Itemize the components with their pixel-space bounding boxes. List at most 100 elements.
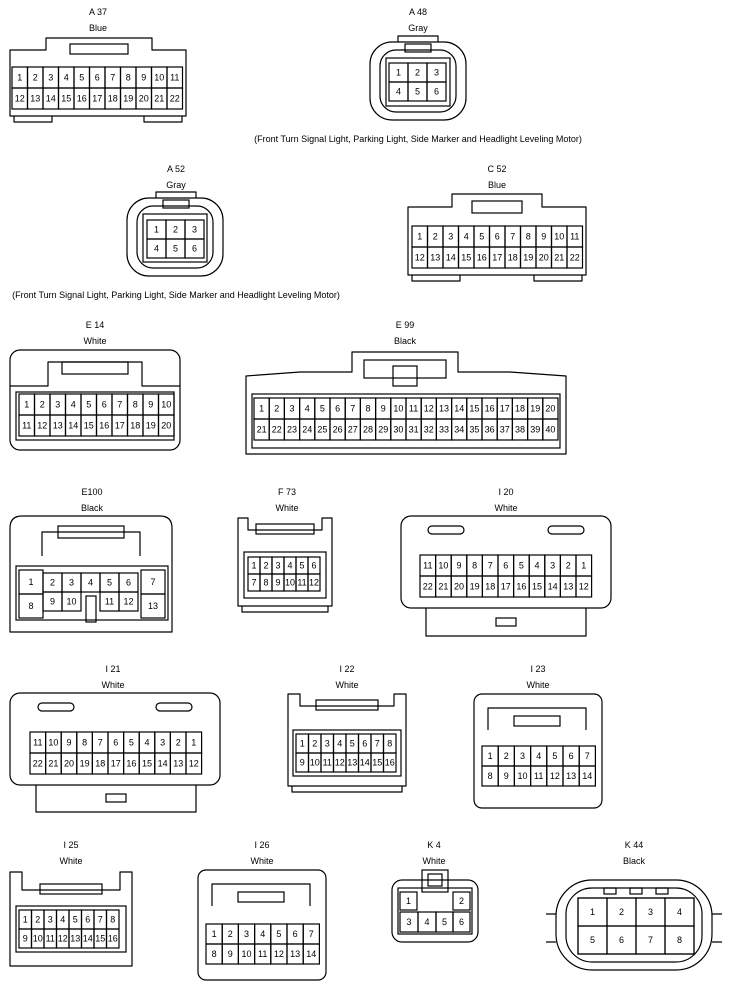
connector-note: (Front Turn Signal Light, Parking Light,… [12, 290, 340, 300]
pin-number: 13 [563, 582, 573, 592]
pin-number: 17 [500, 404, 510, 414]
connector-body [407, 193, 587, 276]
pin-number: 7 [510, 232, 515, 242]
pin-number: 3 [289, 404, 294, 414]
connector-color-label: Black [623, 856, 646, 866]
pin-number: 5 [299, 561, 304, 571]
pin-cell [185, 752, 203, 775]
pin-number: 8 [387, 739, 392, 749]
lock-slot [392, 365, 418, 387]
pin-number: 22 [423, 582, 433, 592]
pin-number: 3 [648, 907, 653, 917]
pin-number: 2 [274, 404, 279, 414]
pin-number: 5 [552, 751, 557, 761]
pin-number: 36 [485, 425, 495, 435]
connector-color-label: White [59, 856, 82, 866]
pin-cell [452, 891, 471, 911]
pin-number: 1 [590, 907, 595, 917]
pin-number: 21 [554, 253, 564, 263]
pin-number: 16 [77, 94, 87, 104]
connector-body [287, 693, 407, 787]
pin-number: 7 [488, 561, 493, 571]
mounting-rail [13, 116, 183, 123]
pin-number: 5 [590, 935, 595, 945]
pin-number: 9 [66, 738, 71, 748]
pin-block [385, 57, 451, 107]
pin-number: 3 [448, 232, 453, 242]
pin-number: 5 [519, 561, 524, 571]
connector-color-label: Blue [89, 23, 107, 33]
pin-number: 7 [98, 738, 103, 748]
pin-number: 15 [95, 934, 105, 944]
connector-note: (Front Turn Signal Light, Parking Light,… [254, 134, 582, 144]
pin-number: 12 [15, 94, 25, 104]
pin-number: 12 [58, 934, 68, 944]
pin-number: 3 [55, 400, 60, 410]
pin-number: 10 [48, 738, 58, 748]
latch [397, 35, 439, 42]
pin-number: 8 [677, 935, 682, 945]
pin-cell [61, 591, 82, 612]
pin-number: 12 [579, 582, 589, 592]
pin-number: 14 [454, 404, 464, 414]
connector-color-label: White [494, 503, 517, 513]
side-tabs [546, 913, 722, 943]
locking-tab [237, 891, 285, 903]
pin-number: 13 [173, 759, 183, 769]
pin-number: 1 [488, 751, 493, 761]
pin-number: 9 [141, 73, 146, 83]
pin-number: 22 [570, 253, 580, 263]
pin-number: 6 [434, 87, 439, 97]
pin-number: 5 [442, 917, 447, 927]
latch-slot [603, 887, 617, 895]
pin-number: 21 [257, 425, 267, 435]
pin-number: 6 [293, 929, 298, 939]
pin-number: 1 [191, 738, 196, 748]
pin-number: 21 [438, 582, 448, 592]
connector-code-label: E 99 [396, 320, 415, 330]
pin-number: 9 [300, 758, 305, 768]
pin-number: 6 [569, 751, 574, 761]
pin-number: 2 [176, 738, 181, 748]
pin-number: 10 [310, 758, 320, 768]
pin-number: 2 [173, 225, 178, 235]
connector-base [425, 608, 587, 637]
pin-number: 20 [161, 421, 171, 431]
pin-number: 35 [469, 425, 479, 435]
pin-number: 18 [130, 421, 140, 431]
pin-number: 8 [488, 771, 493, 781]
connector-body [9, 515, 173, 633]
pin-number: 13 [439, 404, 449, 414]
pin-number: 1 [251, 561, 256, 571]
pin-number: 3 [434, 68, 439, 78]
pin-number: 2 [312, 739, 317, 749]
pin-number: 16 [385, 758, 395, 768]
pin-number: 3 [48, 915, 53, 925]
pin-number: 3 [325, 739, 330, 749]
connector-color-label: Black [394, 336, 417, 346]
pin-number: 5 [107, 578, 112, 588]
pin-number: 10 [161, 400, 171, 410]
connector-body [237, 517, 333, 607]
pin-number: 4 [64, 73, 69, 83]
lock-slot [105, 793, 127, 803]
pin-number: 2 [459, 896, 464, 906]
connector-body [245, 351, 567, 455]
connector-body [9, 692, 221, 786]
mounting-rail [241, 606, 329, 613]
pin-number: 29 [378, 425, 388, 435]
pin-number: 21 [48, 759, 58, 769]
pin-number: 6 [311, 561, 316, 571]
pin-number: 3 [244, 929, 249, 939]
pin-number: 8 [263, 578, 268, 588]
pin-number: 8 [472, 561, 477, 571]
pin-number: 6 [95, 73, 100, 83]
pin-number: 10 [33, 934, 43, 944]
pin-number: 13 [290, 949, 300, 959]
connector-body [473, 693, 603, 809]
